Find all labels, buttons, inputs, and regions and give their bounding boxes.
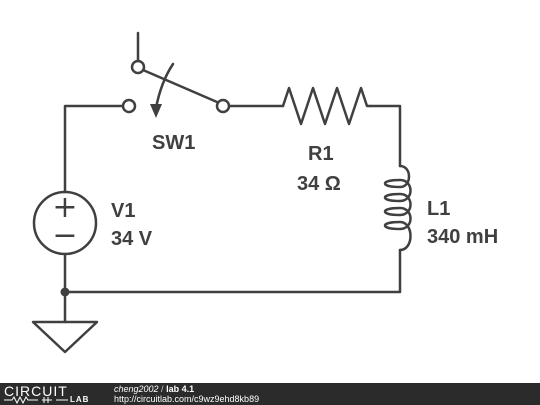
voltage-source-value-label: 34 V xyxy=(111,228,153,250)
circuit-diagram: + − SW1 R1 34 Ω V1 34 V L1 340 mH xyxy=(31,31,498,354)
voltage-source-body xyxy=(32,190,98,256)
switch-action-arrow xyxy=(154,62,175,110)
circuitlab-logo[interactable]: CIRCUIT LAB xyxy=(4,383,104,404)
switch-right-terminal xyxy=(215,98,231,114)
voltage-source-plus-sign: + xyxy=(52,190,77,225)
switch-pivot xyxy=(130,59,146,75)
logo-text-lab: LAB xyxy=(70,395,90,404)
footer-title-line: cheng2002 / lab 4.1 xyxy=(114,384,259,394)
resistor-name-label: R1 xyxy=(308,143,334,165)
author-link[interactable]: cheng2002 xyxy=(114,384,159,394)
switch-name-label: SW1 xyxy=(152,132,195,154)
logo-text-circuit: CIRCUIT xyxy=(4,383,68,399)
inductor-coil xyxy=(383,164,412,252)
resistor-zigzag xyxy=(281,86,372,126)
project-title[interactable]: lab 4.1 xyxy=(166,384,195,394)
ground-symbol xyxy=(31,320,99,354)
title-separator: / xyxy=(158,384,167,394)
junction-dot xyxy=(60,287,70,297)
wire-inductor-bottom xyxy=(63,248,402,294)
switch-blade xyxy=(141,68,219,104)
switch-arrowhead xyxy=(150,104,162,118)
voltage-source-name-label: V1 xyxy=(111,200,135,222)
switch-left-terminal xyxy=(121,98,137,114)
inductor-value-label: 340 mH xyxy=(427,226,498,248)
logo-resistor-icon xyxy=(4,396,68,404)
footer-bar: CIRCUIT LAB cheng2002 / lab 4.1 http://c… xyxy=(0,383,540,405)
voltage-source-minus-sign: − xyxy=(52,218,77,253)
wire-resistor-inductor xyxy=(368,104,402,168)
footer-info: cheng2002 / lab 4.1 http://circuitlab.co… xyxy=(114,384,259,404)
resistor-value-label: 34 Ω xyxy=(297,173,341,195)
project-url-link[interactable]: http://circuitlab.com/c9wz9ehd8kb89 xyxy=(114,394,260,404)
inductor-name-label: L1 xyxy=(427,198,450,220)
wire-left-top xyxy=(63,104,124,194)
